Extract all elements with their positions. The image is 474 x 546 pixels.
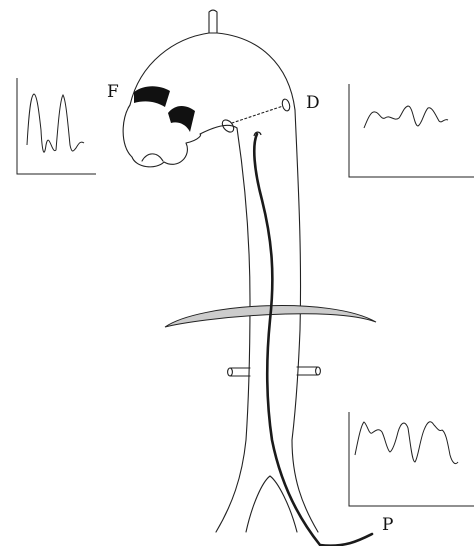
panel-right-bottom-axes xyxy=(349,412,474,506)
aorta-right-wall xyxy=(292,110,318,532)
aortic-root-notch xyxy=(142,154,163,161)
label-d: D xyxy=(306,93,320,113)
panel-right-top-waveform xyxy=(364,106,448,128)
marker-band-left xyxy=(134,86,170,107)
inner-arch-curve xyxy=(200,125,237,134)
measurement-dotted-line xyxy=(232,106,283,123)
aorta-left-wall xyxy=(216,128,250,532)
iliac-bifurcation xyxy=(246,476,297,532)
panel-right-top-axes xyxy=(349,84,474,177)
waveform-panel-right-bottom xyxy=(349,412,474,506)
panel-right-bottom-waveform xyxy=(355,422,458,464)
right-renal-branch-end xyxy=(316,367,321,375)
left-renal-branch-end xyxy=(228,368,233,376)
top-branch-vessel xyxy=(209,10,217,33)
panel-left-waveform xyxy=(27,94,84,152)
catheter-line xyxy=(254,134,372,546)
panel-left-axes xyxy=(17,78,96,174)
label-p: P xyxy=(382,515,393,535)
right-renal-branch xyxy=(297,367,318,375)
left-renal-branch xyxy=(230,368,250,376)
waveform-panel-right-top xyxy=(349,84,474,177)
ring-marker-right xyxy=(281,98,291,111)
waveform-panel-left xyxy=(17,78,96,174)
marker-band-right xyxy=(168,106,195,132)
label-f: F xyxy=(107,82,119,102)
